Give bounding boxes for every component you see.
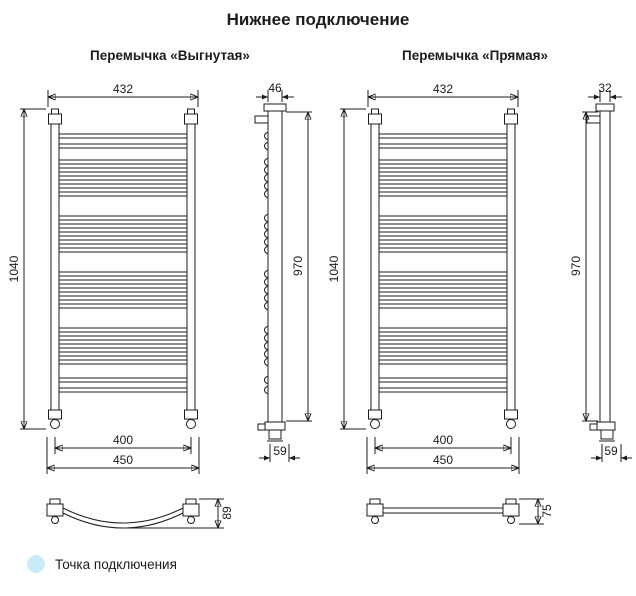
dim-bottom-offset-straight: 59	[591, 444, 632, 462]
dim-height-right: 1040	[327, 108, 366, 430]
dim-connection-spacing-right: 400	[374, 433, 512, 454]
dim-label-432: 432	[433, 82, 453, 96]
dim-label-59: 59	[604, 444, 618, 458]
dim-crossbar-height-straight: 75	[519, 498, 554, 525]
wall-bracket	[254, 115, 269, 124]
dim-label-400: 400	[433, 433, 453, 447]
dim-label-450: 450	[113, 453, 133, 467]
dim-label-32: 32	[598, 81, 612, 95]
crossbar-detail-curved: 89	[46, 498, 234, 529]
front-view-curved	[43, 109, 203, 436]
dim-depth-top-curved: 46	[256, 81, 294, 102]
dim-label-970: 970	[291, 256, 305, 276]
dim-label-1040: 1040	[7, 255, 21, 282]
dim-height-left: 1040	[7, 108, 46, 430]
dim-label-1040: 1040	[327, 255, 341, 282]
dim-label-432: 432	[113, 82, 133, 96]
dim-side-height-curved: 970	[286, 111, 312, 422]
dim-label-89: 89	[220, 506, 234, 520]
dim-bottom-width-right: 450	[366, 437, 520, 474]
page-title: Нижнее подключение	[226, 10, 410, 29]
dim-bottom-width-left: 450	[46, 437, 200, 474]
subtitle-curved-variant: Перемычка «Выгнутая»	[90, 48, 250, 63]
side-view-curved	[254, 103, 287, 442]
legend: Точка подключения	[26, 554, 177, 574]
dim-label-75: 75	[540, 504, 554, 518]
dim-side-height-straight: 970	[569, 111, 598, 422]
dim-label-59: 59	[273, 444, 287, 458]
dim-label-400: 400	[113, 433, 133, 447]
crossbar-detail-straight: 75	[366, 498, 554, 525]
dim-connection-spacing-left: 400	[54, 433, 192, 454]
front-view-straight	[363, 109, 523, 436]
connection-point-icon	[27, 555, 45, 573]
dim-depth-top-straight: 32	[588, 81, 622, 102]
dim-width-top-right: 432	[367, 82, 519, 107]
side-view-straight	[586, 103, 616, 442]
dim-crossbar-height-curved: 89	[125, 498, 234, 529]
subtitle-straight-variant: Перемычка «Прямая»	[401, 48, 548, 63]
dim-label-450: 450	[433, 453, 453, 467]
dim-bottom-offset-curved: 59	[259, 444, 300, 462]
dim-label-46: 46	[268, 81, 282, 95]
legend-label: Точка подключения	[55, 556, 177, 572]
dim-width-top-left: 432	[47, 82, 199, 107]
dim-label-970: 970	[569, 256, 583, 276]
wall-bracket	[586, 115, 601, 124]
